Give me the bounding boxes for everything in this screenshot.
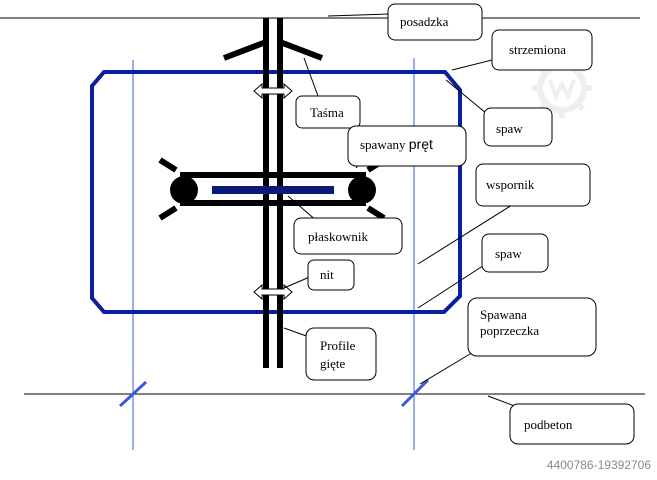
callout-tasma xyxy=(295,57,361,129)
callout-spaw-top xyxy=(445,79,553,147)
callout-spaw-mid xyxy=(417,233,549,309)
callout-nit xyxy=(283,259,355,291)
label-tasma: Taśma xyxy=(310,105,344,120)
label-giete: gięte xyxy=(320,356,346,371)
flat-bar xyxy=(212,186,334,194)
stirrup-frame xyxy=(90,70,462,314)
callout-spawana-poprzeczka xyxy=(419,297,597,385)
label-profile: Profile xyxy=(320,338,356,353)
left-crossbar xyxy=(118,380,148,408)
label-podbeton: podbeton xyxy=(524,417,573,432)
label-spawany-pret-word1: spawany xyxy=(360,137,409,152)
label-spaw-top: spaw xyxy=(496,121,523,136)
label-plaskownik: płaskownik xyxy=(308,229,368,244)
label-wspornik: wspornik xyxy=(486,177,535,192)
label-spaw-mid: spaw xyxy=(495,246,522,261)
label-posadzka: posadzka xyxy=(400,14,449,29)
callout-profile-giete xyxy=(283,327,377,381)
callout-spawany-pret xyxy=(347,125,467,169)
rivet-arrow-icon xyxy=(253,283,293,301)
bracket xyxy=(158,157,386,221)
label-poprzeczka: poprzeczka xyxy=(480,323,540,338)
callout-podbeton xyxy=(487,395,635,445)
label-spawany-pret-word2: pręt xyxy=(408,136,433,152)
label-spawany-pret: spawany pręt xyxy=(360,136,433,153)
callout-posadzka xyxy=(327,3,483,41)
listing-id: 4400786-19392706 xyxy=(546,458,651,472)
callout-wspornik xyxy=(417,163,591,265)
label-nit: nit xyxy=(320,267,334,282)
callout-plaskownik xyxy=(287,195,403,255)
callout-strzemiona xyxy=(451,29,593,71)
right-crossbar xyxy=(400,378,430,408)
label-spawana: Spawana xyxy=(480,307,527,322)
label-strzemiona: strzemiona xyxy=(509,42,567,57)
tape-arrow-icon xyxy=(253,82,293,100)
